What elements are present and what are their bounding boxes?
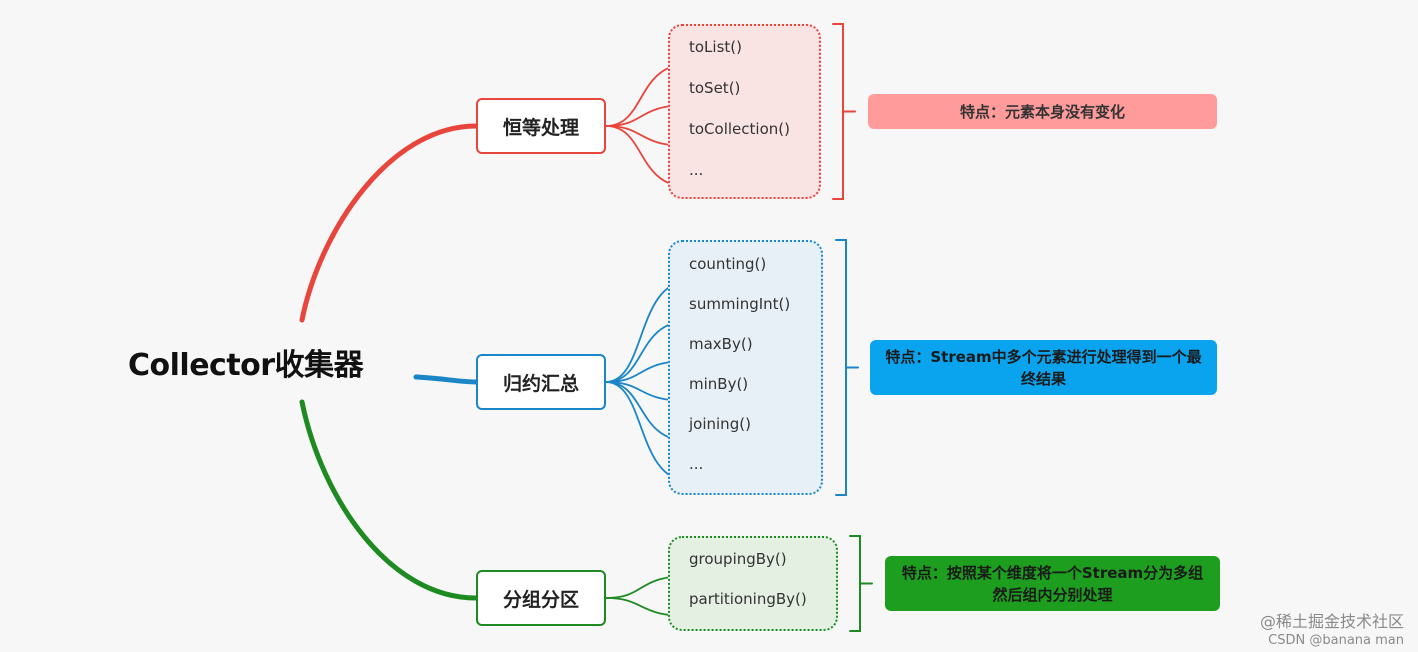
leaf-toCollection[interactable]: toCollection() xyxy=(689,120,790,138)
note-reduction[interactable]: 特点：Stream中多个元素进行处理得到一个最终结果 xyxy=(870,340,1217,395)
leaf-joining[interactable]: joining() xyxy=(689,415,751,433)
leaf-counting[interactable]: counting() xyxy=(689,255,767,273)
leaf-minBy[interactable]: minBy() xyxy=(689,375,749,393)
branch-identity[interactable]: 恒等处理 xyxy=(476,98,606,154)
group-identity xyxy=(668,24,821,199)
bracket-0 xyxy=(832,23,844,200)
leaf-toList[interactable]: toList() xyxy=(689,38,742,56)
leaf-groupingBy[interactable]: groupingBy() xyxy=(689,550,787,568)
branch-reduction[interactable]: 归约汇总 xyxy=(476,354,606,410)
note-grouping[interactable]: 特点：按照某个维度将一个Stream分为多组然后组内分别处理 xyxy=(885,556,1220,611)
group-reduction xyxy=(668,240,823,495)
leaf-summingInt[interactable]: summingInt() xyxy=(689,295,791,313)
leaf-toSet[interactable]: toSet() xyxy=(689,79,741,97)
branch-grouping[interactable]: 分组分区 xyxy=(476,570,606,626)
leaf-partitioningBy[interactable]: partitioningBy() xyxy=(689,590,807,608)
trunk-line-1 xyxy=(413,374,479,385)
bracket-2 xyxy=(849,535,861,632)
root-topic[interactable]: Collector收集器 xyxy=(128,348,364,383)
leaf-maxBy[interactable]: maxBy() xyxy=(689,335,753,353)
note-identity[interactable]: 特点：元素本身没有变化 xyxy=(868,94,1217,129)
watermark-juejin: @稀土掘金技术社区 xyxy=(1259,612,1404,631)
group-grouping xyxy=(668,536,838,631)
trunk-line-2 xyxy=(299,399,479,601)
watermark-csdn: CSDN @banana man xyxy=(1268,633,1404,648)
trunk-line-0 xyxy=(299,123,479,323)
bracket-1 xyxy=(835,239,847,496)
leaf-more-identity[interactable]: ... xyxy=(689,161,704,179)
leaf-more-reduction[interactable]: ... xyxy=(689,455,704,473)
